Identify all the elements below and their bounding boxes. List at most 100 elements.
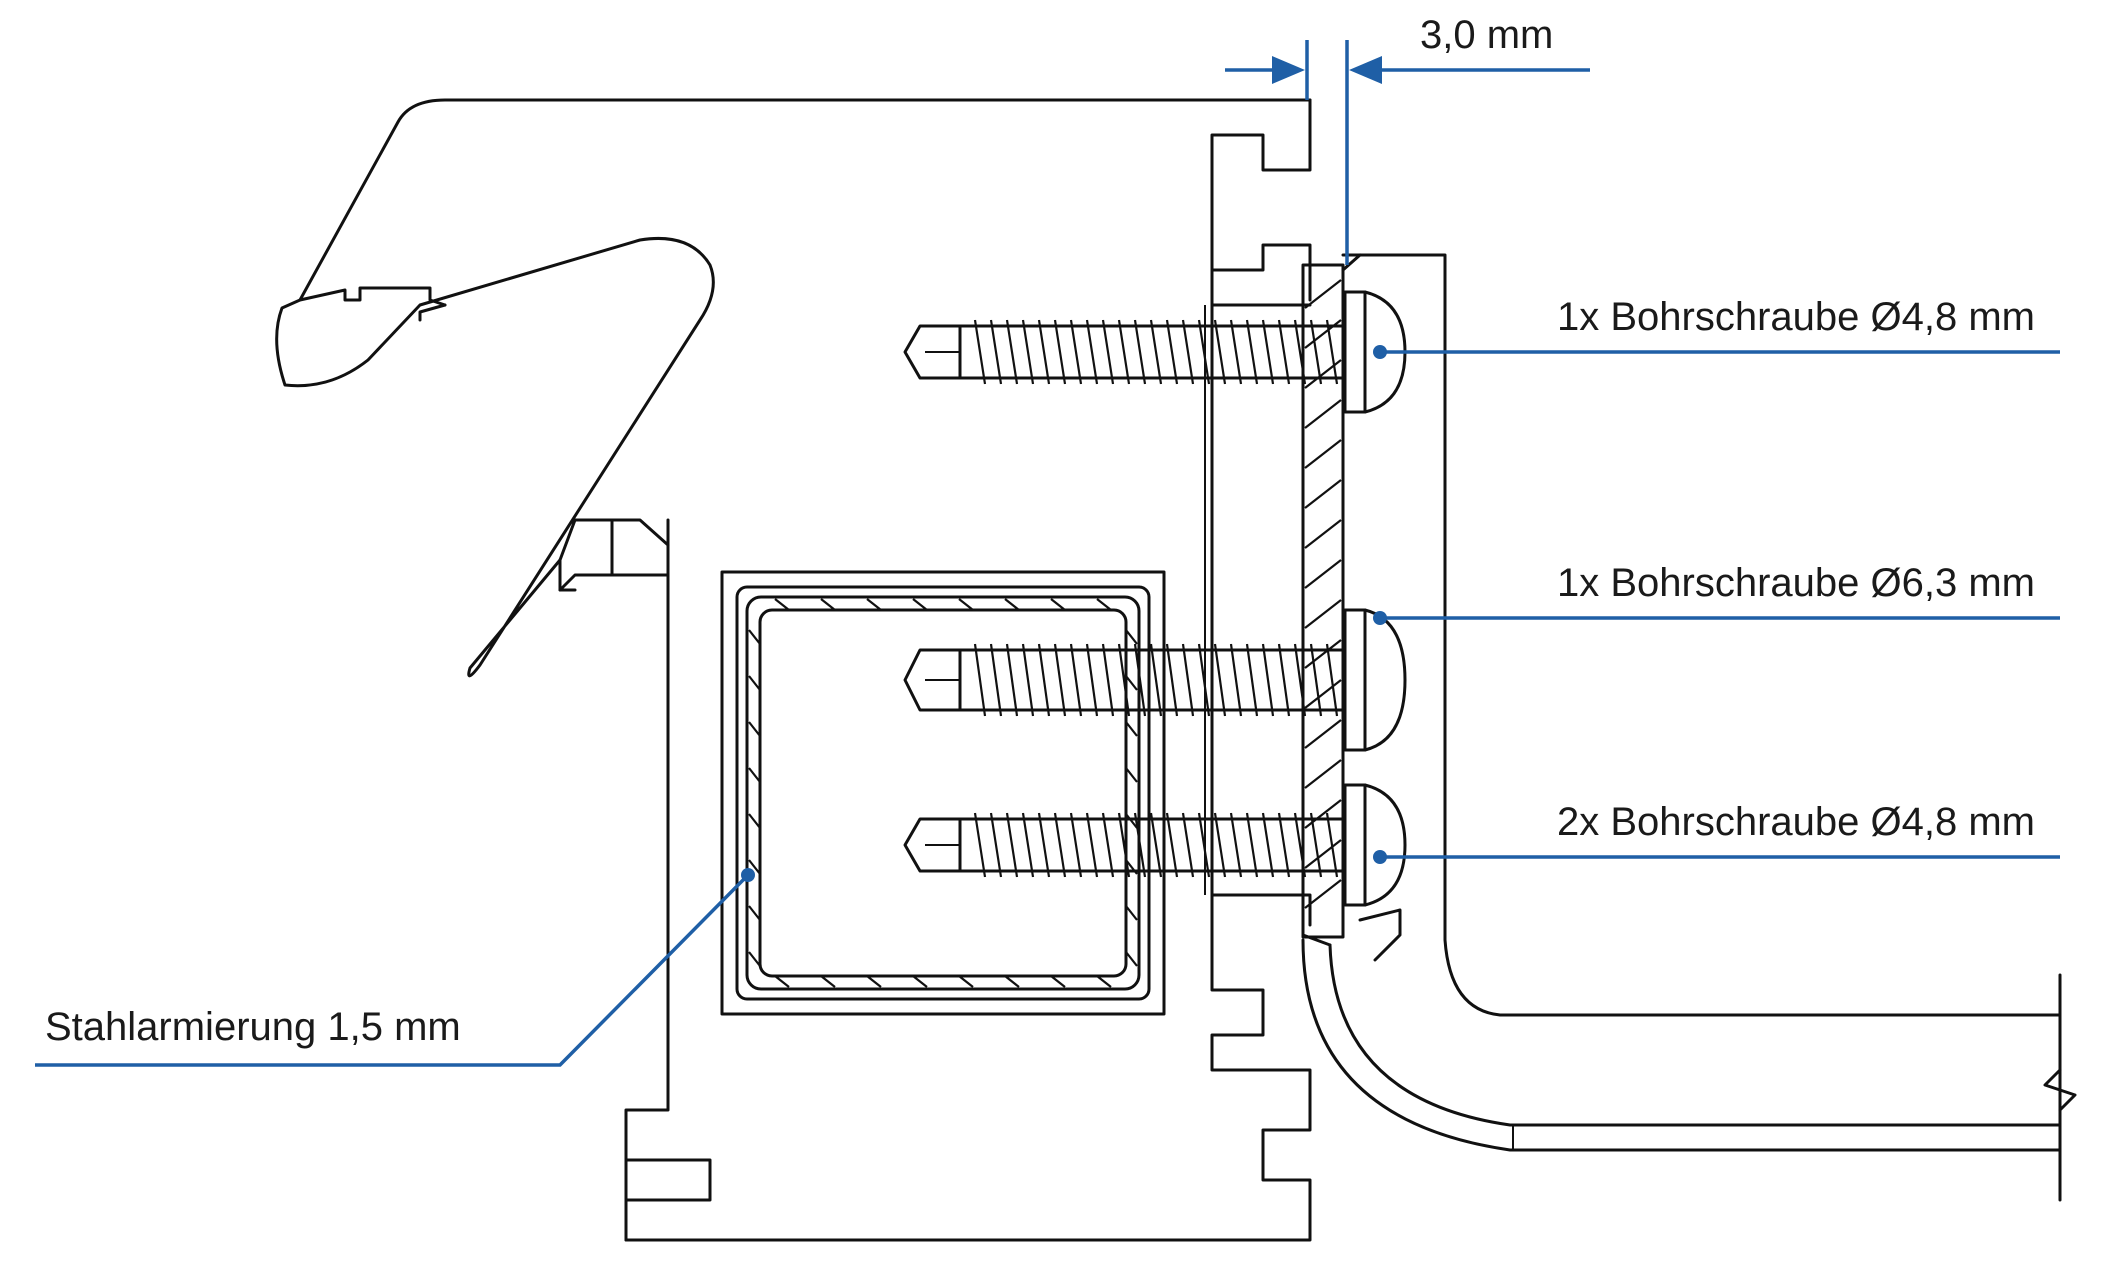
screw-thread <box>1037 319 1051 385</box>
hatch-line <box>1304 599 1342 629</box>
hatch-line <box>1125 721 1138 737</box>
screw-thread <box>1149 812 1163 878</box>
hatch-line <box>1125 951 1138 967</box>
hatch-line <box>774 598 790 611</box>
hatch-line <box>1004 975 1020 988</box>
screw-thread <box>1133 812 1147 878</box>
screw-thread <box>1149 319 1163 385</box>
hatch-line <box>1096 975 1112 988</box>
screw-thread <box>1053 319 1067 385</box>
hatch-line <box>958 975 974 988</box>
hatch-line <box>1125 767 1138 783</box>
hatch-line <box>774 975 790 988</box>
label-screw-bottom: 2x Bohrschraube Ø4,8 mm <box>1557 800 2035 844</box>
sash-profile <box>275 98 1312 1242</box>
hatch-line <box>1004 598 1020 611</box>
screw-thread <box>1085 643 1099 717</box>
glazing-plate <box>1301 253 2077 1202</box>
hatch-line <box>1304 279 1342 309</box>
screw-thread <box>1181 812 1195 878</box>
hatch-line <box>1096 598 1112 611</box>
screw-thread <box>1037 812 1051 878</box>
screw-thread <box>1261 643 1275 717</box>
screw-thread <box>1229 319 1243 385</box>
screw-thread <box>1213 319 1227 385</box>
hatch-line <box>1125 905 1138 921</box>
dimension-label: 3,0 mm <box>1420 13 1553 57</box>
screw-thread <box>1005 319 1019 385</box>
hatch-line <box>748 675 761 691</box>
screw-thread <box>989 319 1003 385</box>
screw-thread <box>1245 812 1259 878</box>
label-steel: Stahlarmierung 1,5 mm <box>45 1005 461 1049</box>
screw-thread <box>1165 643 1179 717</box>
screw-thread <box>1005 643 1019 717</box>
hatch-line <box>1304 559 1342 589</box>
hatch-line <box>1304 479 1342 509</box>
screw-thread <box>1309 643 1323 717</box>
hatch-line <box>1050 975 1066 988</box>
screw-thread <box>1149 643 1163 717</box>
screw-thread <box>1181 643 1195 717</box>
hatch-line <box>748 859 761 875</box>
dimension-marker: 3,0 mm <box>1225 13 1590 265</box>
screw-thread <box>1229 812 1243 878</box>
screws <box>903 290 1407 907</box>
hatch-line <box>1304 759 1342 789</box>
screw-thread <box>1069 319 1083 385</box>
screw-thread <box>989 812 1003 878</box>
callout-screw-mid: 1x Bohrschraube Ø6,3 mm <box>1373 561 2060 625</box>
screw-thread <box>1021 643 1035 717</box>
hatch-line <box>748 905 761 921</box>
screw-thread <box>1261 319 1275 385</box>
screw-thread <box>1277 319 1291 385</box>
screw-thread <box>1245 319 1259 385</box>
screw-thread <box>1117 812 1131 878</box>
screw-thread <box>1053 812 1067 878</box>
hatch-line <box>820 598 836 611</box>
screw-thread <box>989 643 1003 717</box>
screw-thread <box>973 319 987 385</box>
screw-thread <box>1261 812 1275 878</box>
hatch-line <box>748 629 761 645</box>
hatch-line <box>1304 639 1342 669</box>
hatch-line <box>1304 719 1342 749</box>
screw-thread <box>1133 319 1147 385</box>
screw-thread <box>1085 812 1099 878</box>
screw-thread <box>1197 319 1211 385</box>
hatch-line <box>1304 839 1342 869</box>
hatch-line <box>958 598 974 611</box>
callout-screw-top: 1x Bohrschraube Ø4,8 mm <box>1373 295 2060 359</box>
screw-thread <box>1117 643 1131 717</box>
screw-thread <box>1325 643 1339 717</box>
hatch-line <box>1125 813 1138 829</box>
screw-thread <box>1293 319 1307 385</box>
hatch-line <box>748 721 761 737</box>
label-screw-mid: 1x Bohrschraube Ø6,3 mm <box>1557 561 2035 605</box>
screw-thread <box>1309 319 1323 385</box>
hatch-line <box>1304 319 1342 349</box>
hatch-line <box>1304 879 1342 909</box>
screw-thread <box>1197 812 1211 878</box>
screw-thread <box>1181 319 1195 385</box>
label-screw-top: 1x Bohrschraube Ø4,8 mm <box>1557 295 2035 339</box>
hatch-line <box>1304 519 1342 549</box>
screw-thread <box>1069 812 1083 878</box>
hatch-line <box>1304 439 1342 469</box>
screw-thread <box>1005 812 1019 878</box>
screw-thread <box>1325 812 1339 878</box>
hatch-line <box>1050 598 1066 611</box>
screw-thread <box>1309 812 1323 878</box>
screw-thread <box>1117 319 1131 385</box>
screw-thread <box>1165 812 1179 878</box>
screw-mid <box>903 608 1407 752</box>
screw-thread <box>1277 643 1291 717</box>
hatch-line <box>748 813 761 829</box>
screw-thread <box>1069 643 1083 717</box>
screw-thread <box>1197 643 1211 717</box>
screw-thread <box>1213 812 1227 878</box>
screw-bottom <box>903 783 1407 907</box>
screw-head <box>1343 608 1407 752</box>
screw-head <box>1343 783 1407 907</box>
